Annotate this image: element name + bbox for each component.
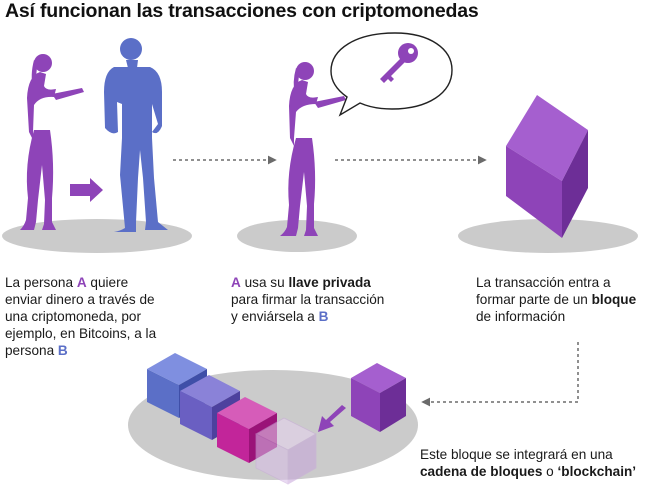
person-b-icon bbox=[104, 38, 168, 232]
label-b: B bbox=[57, 343, 68, 358]
step2-line3: y enviársela a B bbox=[231, 308, 431, 325]
step2-line1: A usa su llave privada bbox=[231, 274, 431, 291]
step4-text: o bbox=[542, 464, 558, 479]
shadow-block bbox=[458, 219, 638, 253]
step1-line2: enviar dinero a través de bbox=[5, 292, 155, 307]
step4-bold-text-2: ‘blockchain’ bbox=[557, 464, 637, 479]
step1-description: La persona A quiere enviar dinero a trav… bbox=[5, 274, 185, 359]
arrow-icon bbox=[70, 178, 103, 202]
label-a: A bbox=[76, 275, 87, 290]
step1-text-2: quiere bbox=[86, 275, 129, 290]
step1-text-3: persona bbox=[5, 343, 58, 358]
label-a: A bbox=[231, 275, 241, 290]
step3-text: formar parte de un bbox=[476, 292, 592, 307]
step3-bold-text: bloque bbox=[591, 292, 637, 307]
step2-bold-text: llave privada bbox=[288, 275, 371, 290]
step1-text: La persona bbox=[5, 275, 77, 290]
step1-line4: ejemplo, en Bitcoins, a la bbox=[5, 326, 157, 341]
block-cube-icon bbox=[506, 95, 588, 238]
person-signing-icon bbox=[280, 62, 346, 236]
insert-arrow-icon bbox=[318, 405, 346, 432]
step1-line1: La persona A quiere bbox=[5, 274, 185, 291]
person-a-icon bbox=[20, 54, 84, 230]
step1-line5: persona B bbox=[5, 342, 185, 359]
step3-line1: La transacción entra a bbox=[476, 275, 611, 290]
step2-description: A usa su llave privada para firmar la tr… bbox=[231, 274, 431, 325]
step4-line2: cadena de bloques o ‘blockchain’ bbox=[420, 463, 652, 480]
key-icon bbox=[380, 43, 418, 83]
step4-description: Este bloque se integrará en una cadena d… bbox=[420, 446, 652, 480]
step2-line2: para firmar la transacción bbox=[231, 292, 385, 307]
blockchain-cube-slot bbox=[255, 417, 317, 485]
step1-line3: una criptomoneda, por bbox=[5, 309, 142, 324]
page-title: Así funcionan las transacciones con crip… bbox=[5, 0, 479, 22]
new-block-cube-icon bbox=[351, 363, 406, 432]
step2-text-2: y enviársela a bbox=[231, 309, 319, 324]
step3-description: La transacción entra a formar parte de u… bbox=[476, 274, 654, 325]
step4-bold-text-1: cadena de bloques bbox=[420, 464, 543, 479]
step3-line3: de información bbox=[476, 309, 566, 324]
step3-line2: formar parte de un bloque bbox=[476, 291, 654, 308]
shadow-person-signing bbox=[237, 220, 357, 252]
step2-text: usa su bbox=[240, 275, 289, 290]
label-b: B bbox=[318, 309, 329, 324]
step4-line1: Este bloque se integrará en una bbox=[420, 447, 613, 462]
dotted-arrow-3 bbox=[421, 342, 579, 407]
